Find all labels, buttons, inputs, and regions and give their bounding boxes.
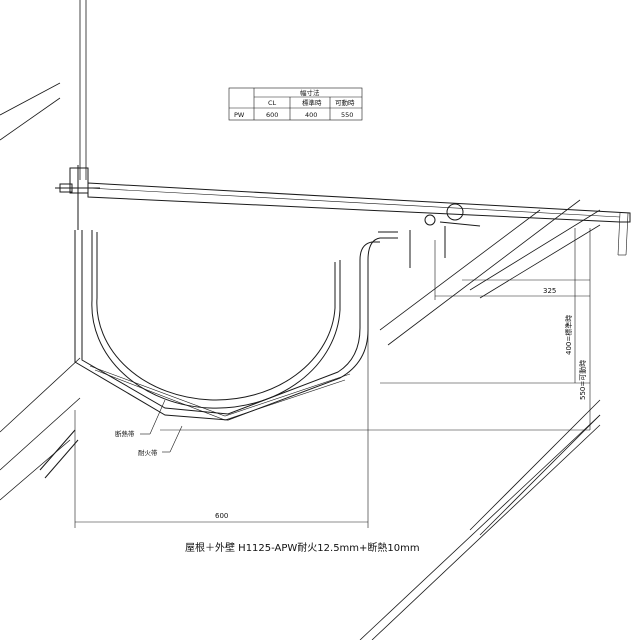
left-bracket [55, 165, 100, 230]
joint-body [74, 230, 398, 421]
table-cell-movable: 550 [341, 111, 353, 119]
table-cell-standard: 400 [305, 111, 317, 119]
dimension-550: 550=可動時 [160, 228, 591, 431]
dim-325-label: 325 [543, 287, 556, 295]
label-insulation: 断熱帯 [115, 399, 166, 438]
dim-400-label: 400=標準時 [564, 315, 573, 355]
dim-550-label: 550=可動時 [578, 360, 587, 400]
table-row-label: PW [234, 111, 245, 119]
table-header-movable: 可動時 [335, 98, 355, 107]
label-insulation-text: 断熱帯 [115, 429, 135, 438]
table-header-cl: CL [268, 99, 277, 107]
table-header-standard: 標準時 [302, 98, 322, 107]
dimension-table: 幅寸法 CL 標準時 可動時 PW 600 400 550 [228, 87, 363, 121]
table-title: 幅寸法 [300, 88, 320, 97]
dimension-400: 400=標準時 [380, 228, 590, 384]
wall-hatching [0, 0, 601, 640]
dimension-600: 600 [74, 290, 369, 528]
dim-600-label: 600 [215, 512, 228, 520]
label-fireproof-text: 耐火帯 [138, 448, 158, 457]
roof-panel [87, 182, 631, 256]
drawing-caption: 屋根＋外壁 H1125-APW耐火12.5mm+断熱10mm [185, 541, 420, 554]
table-cell-cl: 600 [266, 111, 278, 119]
right-clip [378, 203, 481, 268]
label-fireproof: 耐火帯 [138, 425, 183, 457]
bottom-blocks [39, 429, 79, 479]
dimension-325: 325 [434, 240, 590, 300]
